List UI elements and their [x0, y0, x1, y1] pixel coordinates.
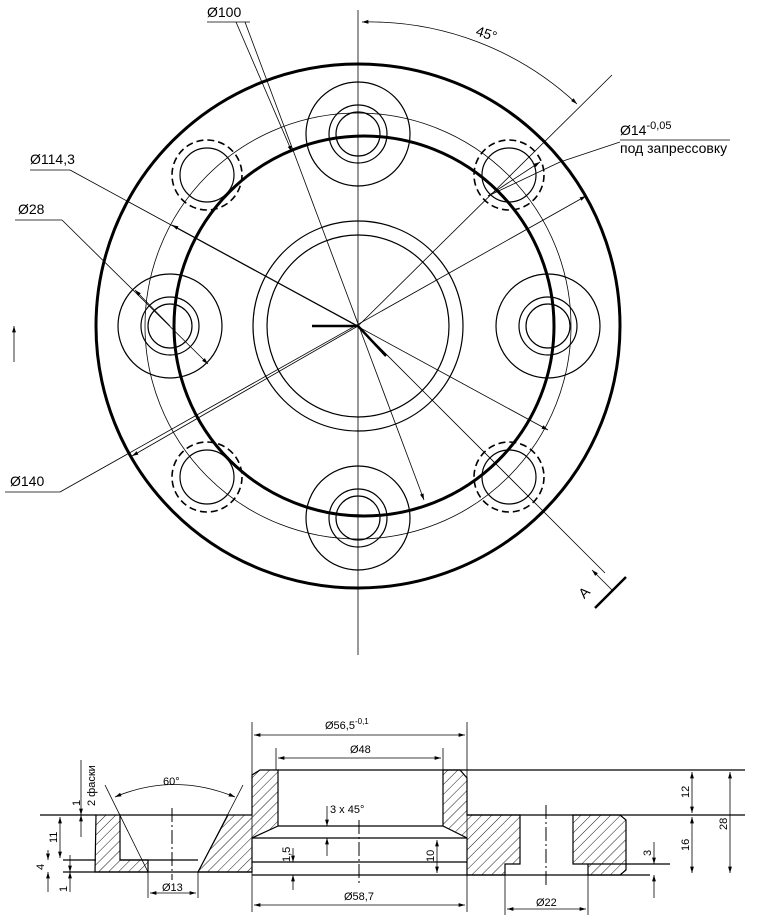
chamfer-3x45-label: 3 x 45° [330, 804, 364, 816]
angle-ray-45 [357, 74, 613, 327]
angle-45-label: 45° [474, 23, 499, 45]
leader-d114 [69, 169, 549, 431]
dim-15-label: 1,5 [281, 847, 293, 862]
dim-d114-label: Ø114,3 [30, 151, 75, 167]
dim-10-label: 10 [425, 850, 437, 862]
section-label: А [575, 583, 593, 601]
hub-circle-d100 [172, 134, 556, 518]
chamfer-note: 2 фаски [86, 765, 98, 806]
leader-d100 [244, 21, 425, 501]
dim-d48-label: Ø48 [350, 744, 371, 756]
dim-d140-label: Ø140 [10, 473, 44, 489]
stud-hole-top [305, 81, 411, 187]
stud-hole-right [495, 273, 601, 379]
bolt-circle-d114 [144, 112, 572, 540]
angle-60-label: 60° [163, 776, 180, 788]
dim-d14-label: Ø14-0,05 [620, 120, 672, 138]
press-fit-note: под запрессовку [620, 140, 727, 156]
dim-d565-label: Ø56,5-0,1 [325, 717, 369, 732]
dim-4-label: 4 [35, 864, 47, 870]
top-view: Ø100 Ø114,3 Ø28 Ø140 45° Ø14-0,05 под за… [5, 4, 730, 655]
bolt-holes-45 [171, 139, 545, 513]
outer-circle-d140 [94, 62, 622, 590]
leader-d140 [59, 195, 587, 493]
stud-hole-bottom [305, 465, 411, 571]
section-view: Ø56,5-0,1 Ø48 Ø58,7 60° Ø13 1 2 фаски 11… [35, 717, 745, 915]
section-cut-mark [594, 576, 627, 609]
dim-d13-label: Ø13 [162, 882, 183, 894]
dim-1-top-label: 1 [71, 800, 83, 806]
dim-d28-label: Ø28 [18, 201, 45, 217]
dim-16-label: 16 [680, 839, 692, 851]
dim-11-label: 11 [48, 832, 60, 843]
dim-d22-label: Ø22 [536, 897, 557, 909]
stud-holes [117, 81, 601, 571]
center-bore-inner [266, 234, 450, 418]
dim-1-bottom-label: 1 [58, 886, 70, 892]
center-bore-outer [252, 220, 464, 432]
dim-d587-label: Ø58,7 [344, 891, 374, 903]
leader-d28 [61, 219, 209, 365]
stud-hole-left [117, 273, 223, 379]
dim-28-label: 28 [718, 818, 730, 830]
angle-arc-45 [361, 19, 578, 105]
dim-3-label: 3 [642, 850, 654, 856]
dim-12-label: 12 [680, 786, 692, 798]
dim-d100-label: Ø100 [207, 4, 241, 20]
